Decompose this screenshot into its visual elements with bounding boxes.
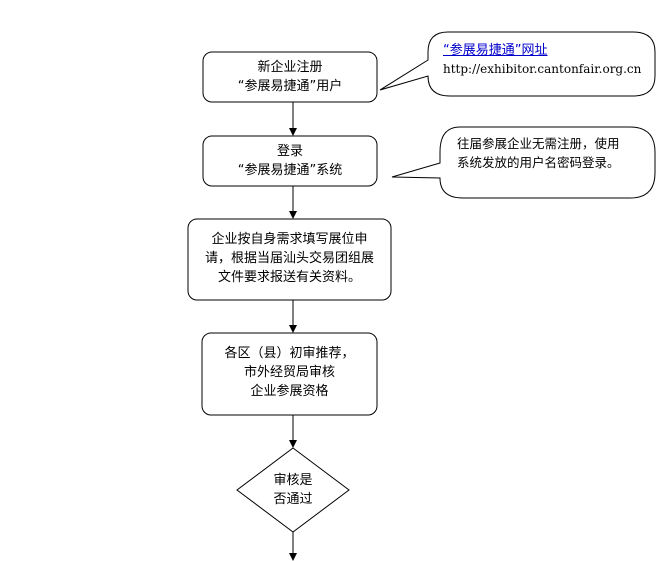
- note-line-2: 系统发放的用户名密码登录。: [457, 155, 620, 170]
- register-line-1: 新企业注册: [257, 60, 323, 75]
- apply-line-1: 企业按自身需求填写展位申: [211, 232, 368, 247]
- decision-text: 审核是 否通过: [243, 471, 343, 509]
- apply-line-2: 请，根据当届汕头交易团组展: [204, 251, 374, 266]
- decision-line-2: 否通过: [273, 492, 313, 507]
- decision-line-1: 审核是: [273, 473, 313, 488]
- note-callout-bubble: [391, 126, 656, 199]
- register-line-2: “参展易捷通”用户: [237, 79, 343, 94]
- website-callout-bubble: [379, 31, 656, 97]
- review-line-3: 企业参展资格: [250, 384, 329, 399]
- note-line-1: 往届参展企业无需注册，使用: [457, 136, 620, 151]
- review-step-text: 各区（县）初审推荐， 市外经贸局审核 企业参展资格: [202, 344, 377, 401]
- login-line-1: 登录: [276, 144, 303, 159]
- login-step-box: [202, 135, 378, 187]
- apply-line-3: 文件要求报送有关资料。: [217, 270, 361, 285]
- apply-step-text: 企业按自身需求填写展位申 请，根据当届汕头交易团组展 文件要求报送有关资料。: [188, 230, 391, 287]
- register-step-box: [202, 51, 378, 103]
- login-step-text: 登录 “参展易捷通”系统: [203, 142, 377, 180]
- note-callout-text: 往届参展企业无需注册，使用 系统发放的用户名密码登录。: [457, 134, 653, 172]
- website-title-link[interactable]: “参展易捷通”网址: [443, 43, 548, 58]
- review-step-box: [201, 332, 378, 416]
- website-callout-text: “参展易捷通”网址 http://exhibitor.cantonfair.or…: [443, 41, 648, 79]
- register-step-text: 新企业注册 “参展易捷通”用户: [203, 58, 377, 96]
- review-line-1: 各区（县）初审推荐，: [224, 346, 355, 361]
- login-line-2: “参展易捷通”系统: [237, 163, 343, 178]
- website-url: http://exhibitor.cantonfair.org.cn: [443, 62, 642, 76]
- review-line-2: 市外经贸局审核: [243, 365, 335, 380]
- apply-step-box: [187, 218, 392, 301]
